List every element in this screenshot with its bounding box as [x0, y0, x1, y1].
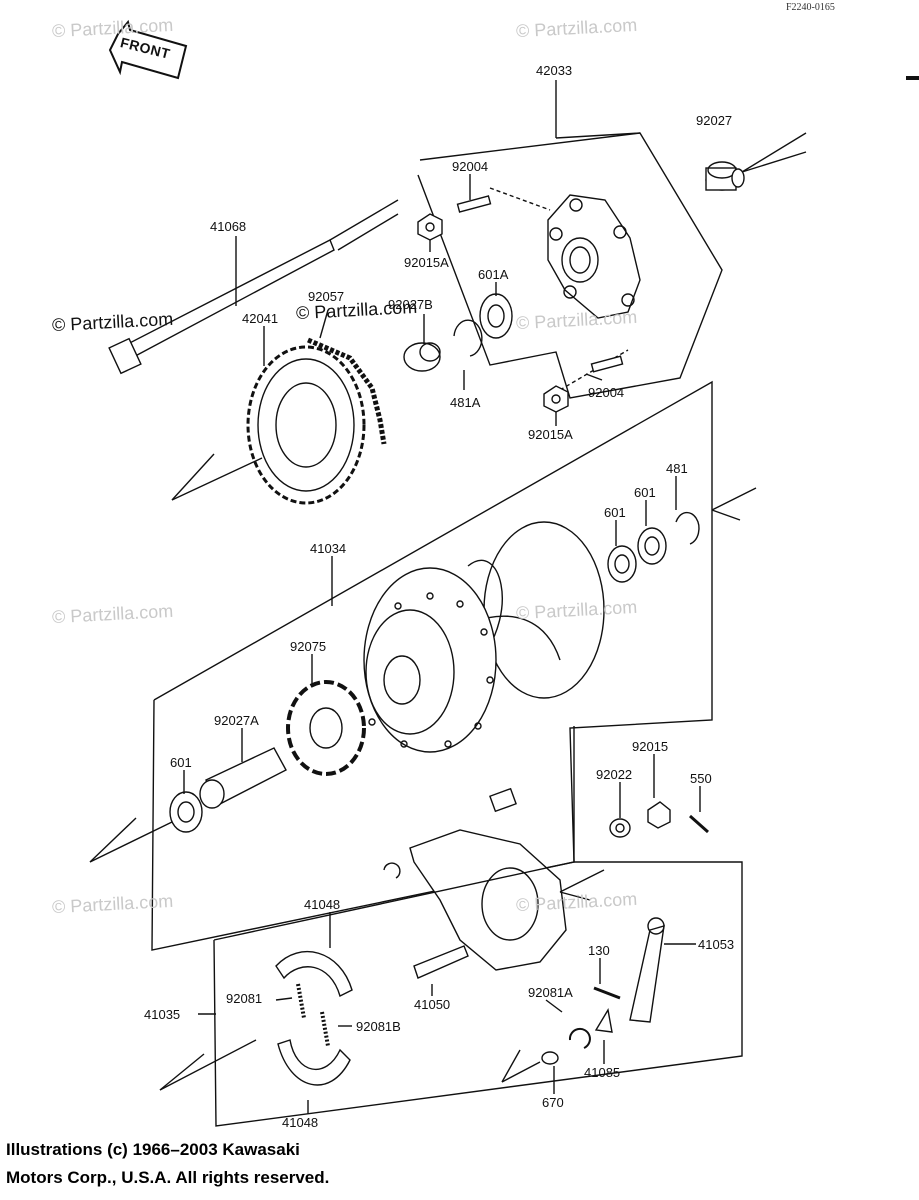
brake-lever-41053: [629, 917, 665, 1023]
diagram-code: F2240-0165: [786, 2, 835, 13]
callout-92015: 92015: [632, 739, 669, 754]
circlip-670: [541, 1051, 559, 1065]
callout-601A: 601A: [478, 267, 509, 282]
copyright-line-1: Illustrations (c) 1966–2003 Kawasaki: [6, 1140, 300, 1159]
callout-550: 550: [690, 771, 712, 786]
bearing-601-left: [169, 791, 203, 833]
callout-92081B: 92081B: [356, 1019, 401, 1034]
sprocket-hub-flange: [547, 194, 641, 319]
collar-92027A: [199, 747, 287, 809]
callout-41035: 41035: [144, 1007, 181, 1022]
spring-92081B: [320, 1011, 330, 1047]
indicator-41085: [594, 1008, 613, 1033]
callout-92004-top: 92004: [452, 159, 489, 174]
brake-panel: [383, 787, 567, 971]
callout-41068: 41068: [210, 219, 247, 234]
callout-41034: 41034: [310, 541, 347, 556]
callout-92081A: 92081A: [528, 985, 573, 1000]
callout-92027A: 92027A: [214, 713, 259, 728]
copyright-notice: Illustrations (c) 1966–2003 Kawasaki Mot…: [6, 1136, 329, 1192]
stud-92004-top: [456, 195, 492, 213]
callout-130: 130: [588, 943, 610, 958]
callout-92075: 92075: [290, 639, 327, 654]
callout-41053: 41053: [698, 937, 735, 952]
spring-92081A: [568, 1027, 591, 1049]
callout-92027: 92027: [696, 113, 733, 128]
bearing-601-right-upper: [637, 527, 667, 565]
edge-mark: [906, 76, 919, 80]
brake-group-outline: [213, 861, 743, 1127]
callout-601-right-upper: 601: [634, 485, 656, 500]
nut-92015A-top: [417, 213, 443, 241]
copyright-line-2: Motors Corp., U.S.A. All rights reserved…: [6, 1168, 330, 1187]
chain-92057: [307, 337, 387, 445]
hub-group-outline: [417, 132, 723, 399]
callout-92015A-bottom: 92015A: [528, 427, 573, 442]
wheel-hub-41034: [363, 521, 605, 753]
front-arrow-icon: [108, 19, 188, 80]
wheel-hub-group-outline: [151, 380, 713, 951]
bolt-130: [593, 986, 621, 1000]
callout-92022: 92022: [596, 767, 633, 782]
brake-shoe-41048-top: [275, 950, 353, 998]
callout-42041: 42041: [242, 311, 279, 326]
callout-92027B: 92027B: [388, 297, 433, 312]
callout-92081: 92081: [226, 991, 263, 1006]
callout-92057: 92057: [308, 289, 345, 304]
brake-cam-41050: [413, 945, 469, 979]
callout-481A: 481A: [450, 395, 481, 410]
circlip-481A: [453, 319, 483, 357]
collar-92027: [705, 161, 745, 191]
cotter-pin-550: [689, 814, 709, 834]
callout-41048-bottom: 41048: [282, 1115, 319, 1130]
axle-41068: [108, 239, 335, 375]
circlip-481: [675, 511, 700, 545]
collar-92027B: [403, 342, 441, 372]
callout-92004-bottom: 92004: [588, 385, 625, 400]
callout-601-right-lower: 601: [604, 505, 626, 520]
callout-41048-top: 41048: [304, 897, 341, 912]
bearing-601A: [479, 293, 513, 339]
callout-41085: 41085: [584, 1065, 621, 1080]
callout-670: 670: [542, 1095, 564, 1110]
callout-41050: 41050: [414, 997, 451, 1012]
bearing-601-right-lower: [607, 545, 637, 583]
callout-481: 481: [666, 461, 688, 476]
callout-601-left: 601: [170, 755, 192, 770]
nut-92015A-bottom: [543, 385, 569, 413]
damper-92075: [286, 680, 366, 776]
stud-92004-bottom: [590, 355, 624, 373]
spring-92081: [296, 983, 306, 1019]
callout-42033: 42033: [536, 63, 573, 78]
nut-92015: [647, 801, 671, 829]
sprocket-42041: [246, 345, 366, 505]
callout-92015A-top: 92015A: [404, 255, 449, 270]
brake-shoe-41048-bottom: [277, 1039, 351, 1086]
washer-92022: [609, 818, 631, 838]
